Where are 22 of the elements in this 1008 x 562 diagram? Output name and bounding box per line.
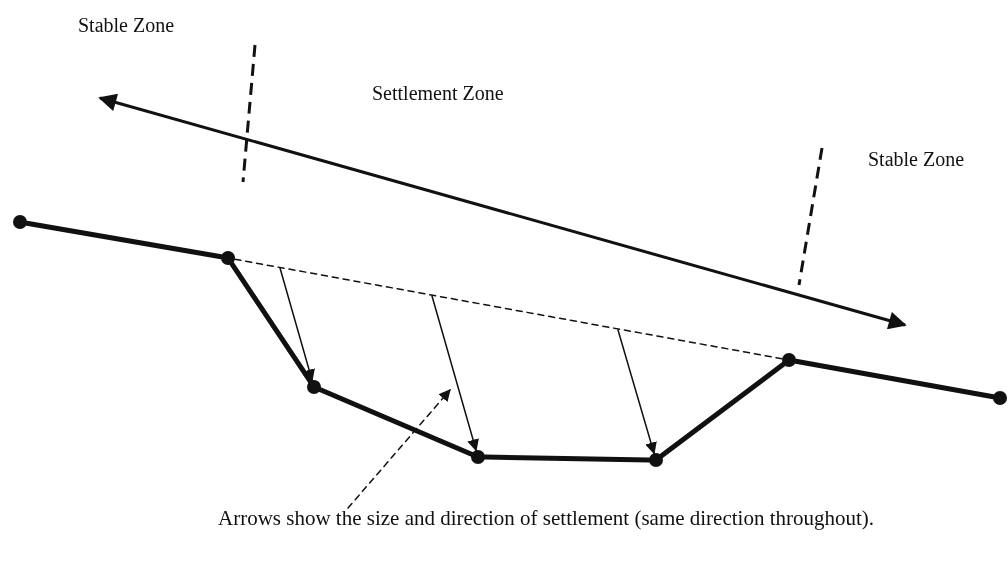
ground-line (24, 220, 224, 260)
point-marker (993, 391, 1007, 405)
zone-label: Settlement Zone (372, 82, 504, 105)
point-marker (307, 380, 321, 394)
point-marker (649, 453, 663, 467)
ground-line (317, 387, 475, 457)
point-marker (782, 353, 796, 367)
zone-label: Stable Zone (868, 148, 965, 171)
ground-line (793, 358, 996, 400)
point-marker (221, 251, 235, 265)
ground-line (659, 361, 786, 459)
original-ground-line (234, 258, 783, 360)
ground-line (229, 261, 313, 384)
settlement-arrow (279, 267, 315, 382)
ground-line (482, 454, 652, 463)
settlement-arrow (617, 329, 657, 455)
leader-line (347, 389, 451, 509)
point-marker (471, 450, 485, 464)
settlement-arrow (431, 295, 479, 452)
point-marker (13, 215, 27, 229)
zone-label: Stable Zone (78, 14, 175, 37)
note-text: Arrows show the size and direction of settlement (same direction throughout). (218, 506, 875, 531)
